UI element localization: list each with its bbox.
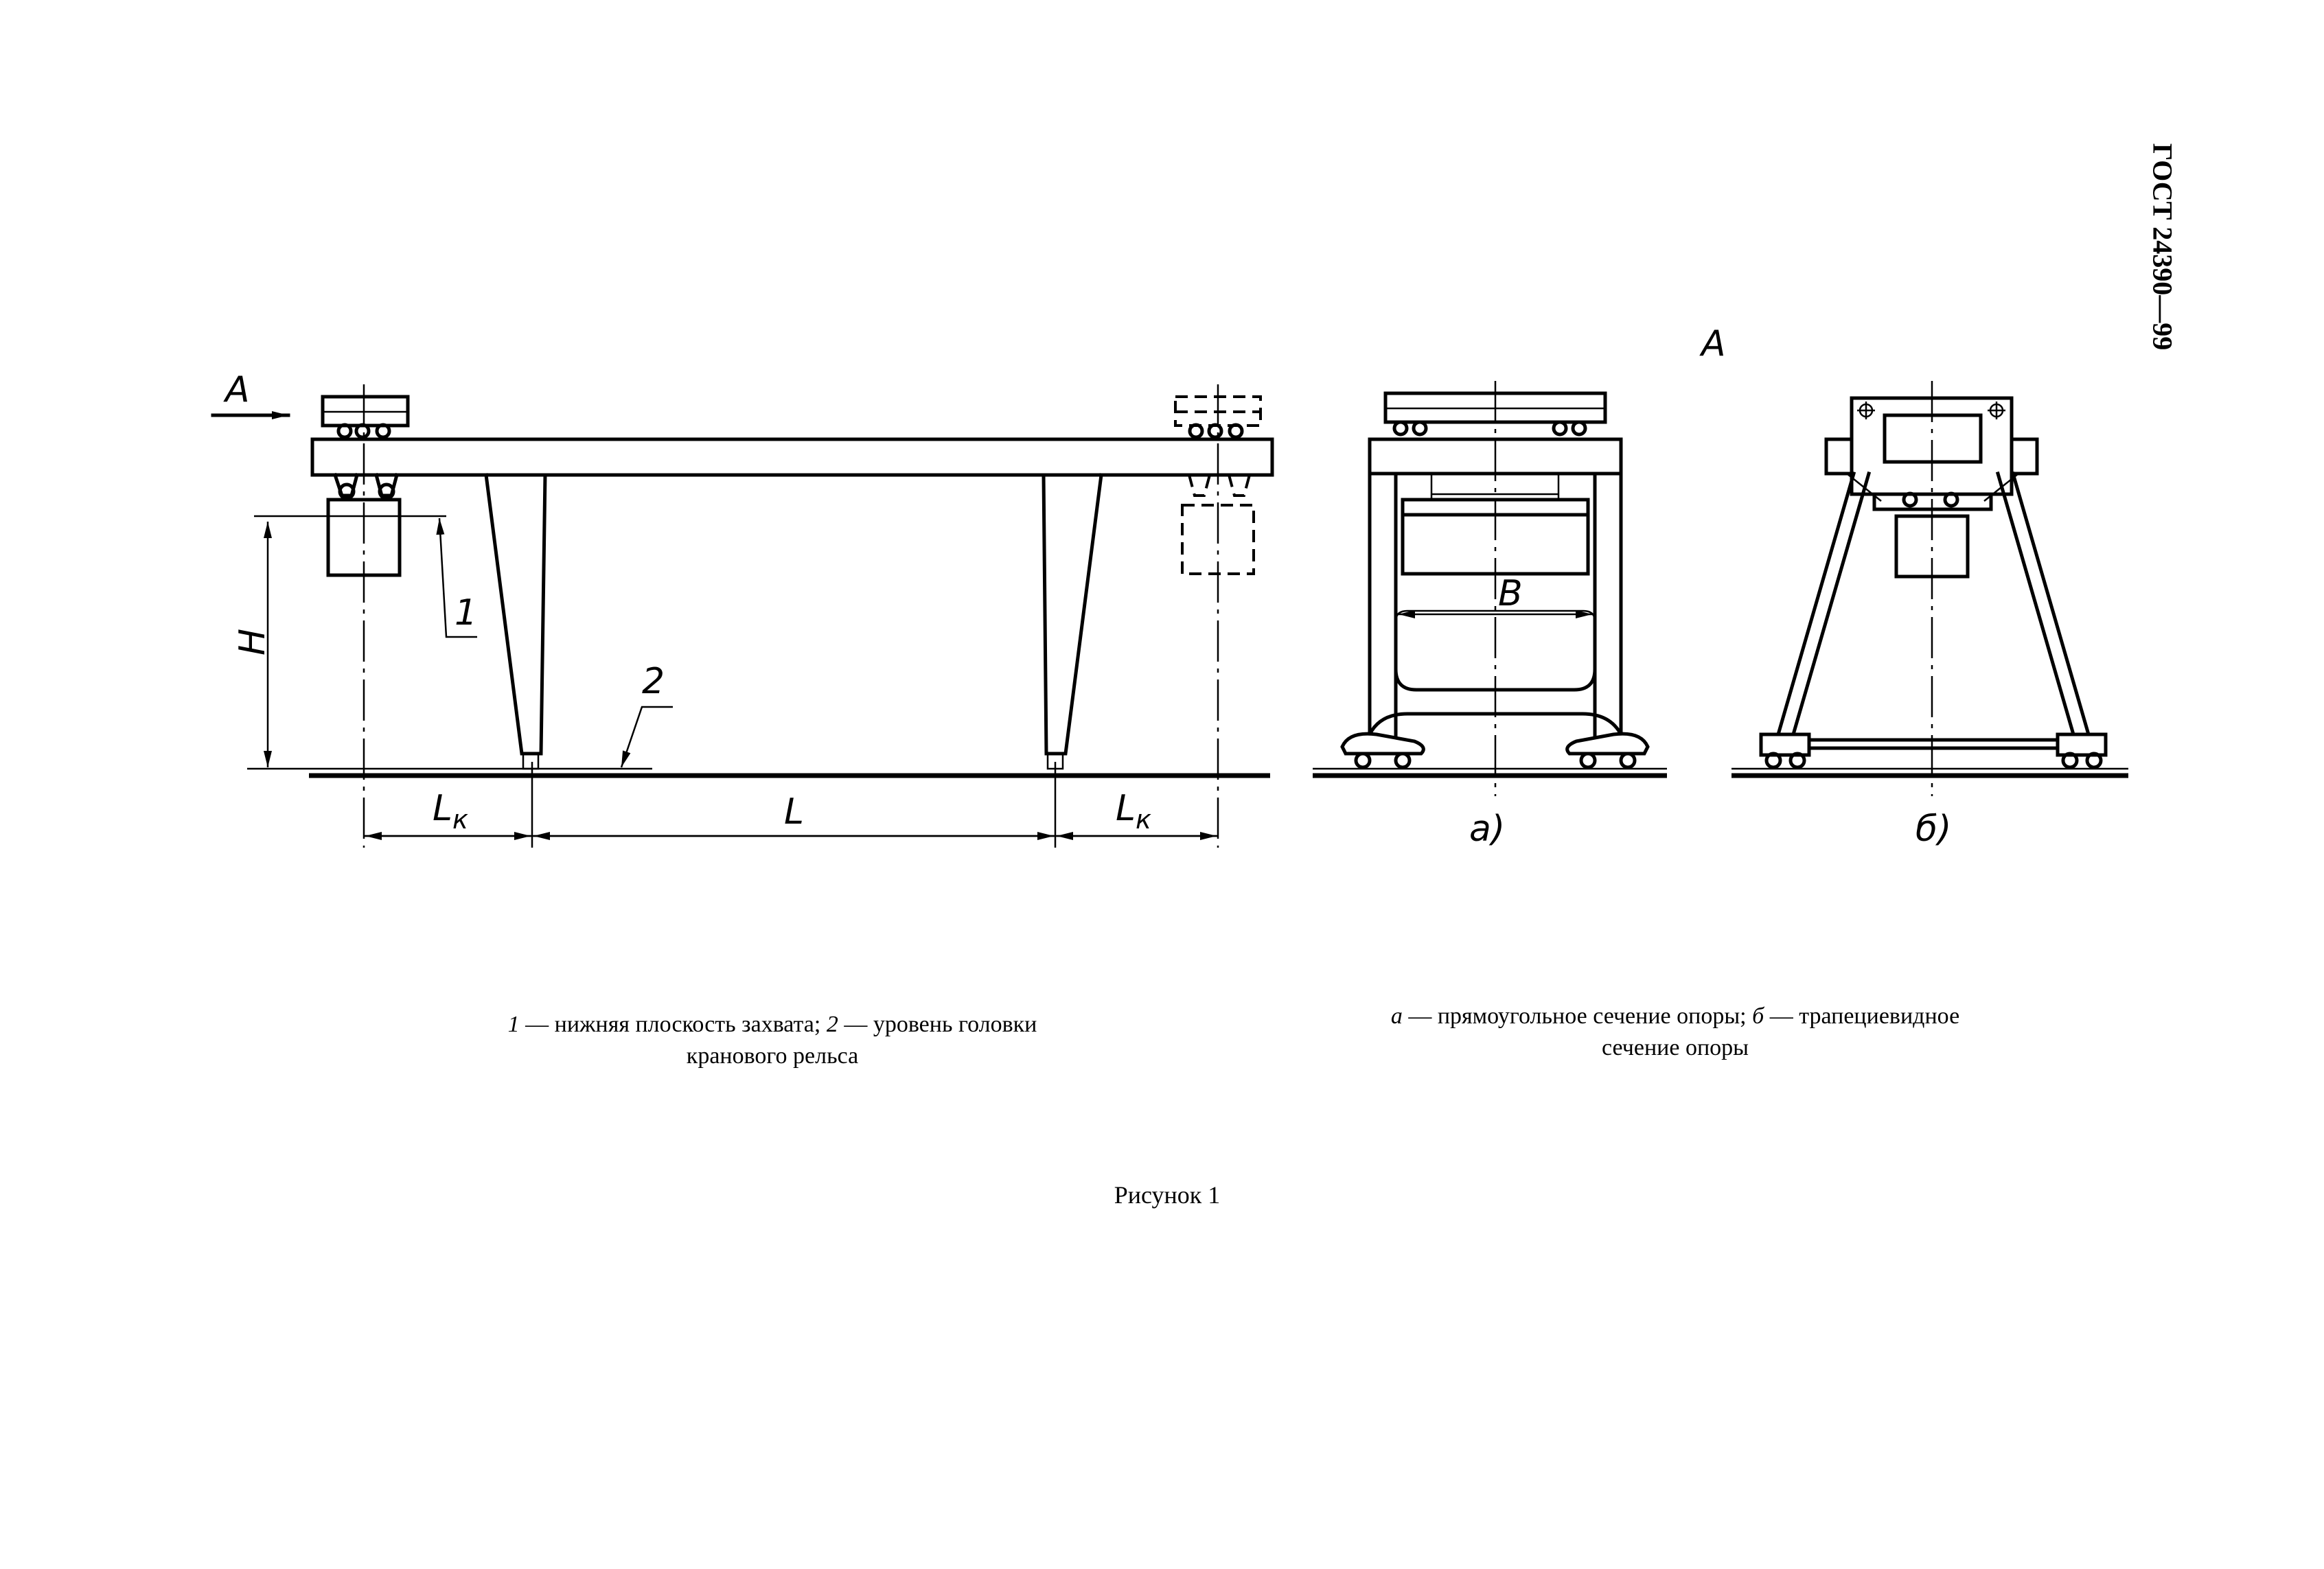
girder	[310, 437, 1274, 477]
leg-left	[484, 473, 547, 756]
legend-right: а — прямоугольное сечение опоры; б — тра…	[1325, 1001, 2025, 1064]
variant-b-trapezoidal: б)	[1732, 381, 2128, 850]
legend-left-line2: кранового рельса	[686, 1043, 859, 1069]
figure-caption: Рисунок 1	[1114, 1181, 1221, 1209]
variant-a-label: а)	[1469, 809, 1505, 850]
callout-1-leader	[436, 518, 477, 638]
dim-span: L	[784, 791, 804, 833]
callout-2: 2	[642, 661, 665, 702]
trolley-left	[321, 395, 410, 439]
legend-left-line1: 1 — нижняя плоскость захвата; 2 — уровен…	[507, 1012, 1037, 1037]
dim-cantilever-left: Lк	[433, 788, 468, 835]
leg-right	[1042, 473, 1103, 756]
dim-width-label: B	[1498, 573, 1523, 614]
legend-left: 1 — нижняя плоскость захвата; 2 — уровен…	[446, 1009, 1098, 1072]
dim-height-label: H	[232, 629, 273, 655]
view-arrow-label: A	[223, 369, 250, 410]
legend-right-line1: а — прямоугольное сечение опоры; б — тра…	[1390, 1003, 1960, 1029]
view-a-title: A	[1699, 323, 1726, 364]
main-view: A	[211, 369, 1274, 848]
callout-1: 1	[455, 592, 477, 634]
variant-b-label: б)	[1915, 809, 1951, 850]
legend-right-line2: сечение опоры	[1602, 1035, 1749, 1060]
dim-cantilever-right: Lк	[1116, 788, 1151, 835]
standard-number: ГОСТ 24390—99	[2147, 143, 2178, 351]
callout-2-leader	[620, 706, 673, 768]
variant-a-rectangular: B а)	[1313, 381, 1667, 850]
